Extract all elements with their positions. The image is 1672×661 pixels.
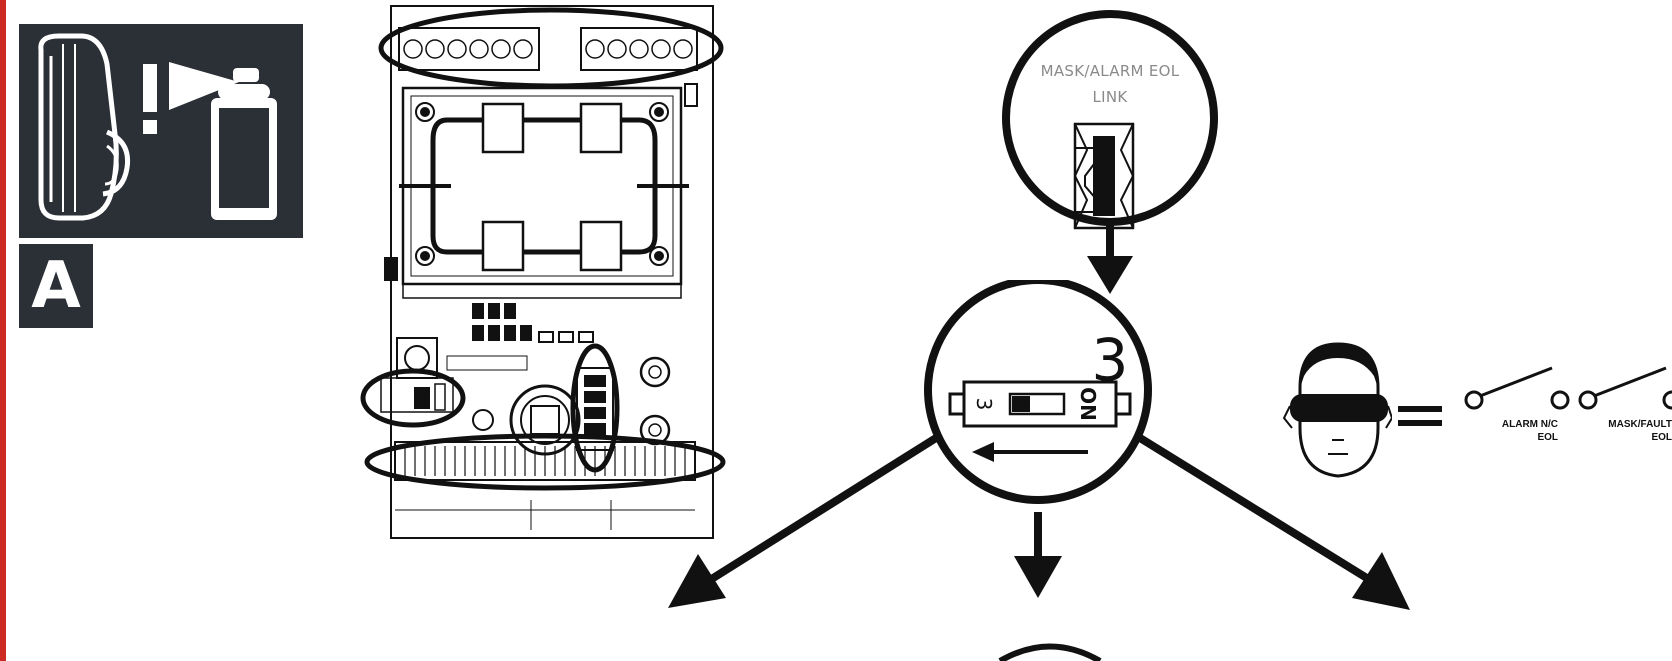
masked-face-icon — [1282, 342, 1392, 478]
dip-switch-icon — [948, 380, 1132, 428]
mask-fault-output-label: MASK/FAULT EOL — [1588, 418, 1672, 444]
alarm-output-label: ALARM N/C EOL — [1462, 418, 1558, 444]
dip-switch-on-label: ON — [1076, 387, 1100, 421]
relay-switch-icon — [1464, 366, 1672, 410]
alarm-label-line2: EOL — [1537, 432, 1558, 443]
jumper-link-icon — [1073, 122, 1135, 230]
circuit-board-diagram — [360, 5, 726, 539]
mask-alarm-eol-link-label: MASK/ALARM EOL LINK — [1000, 58, 1220, 110]
equals-sign-icon — [1398, 406, 1442, 426]
dip-switch-number: 3 — [972, 398, 996, 411]
branch-arrow-left — [668, 434, 939, 608]
link-label-line1: MASK/ALARM EOL — [1040, 62, 1180, 80]
section-letter-badge: A — [19, 244, 93, 328]
next-callout-circle-edge — [998, 643, 1102, 661]
branch-arrow-center — [1014, 512, 1062, 598]
dip-switch-callout: 3 ON — [668, 280, 1410, 610]
step-number: 3 — [1091, 326, 1129, 394]
mask-fault-label-line2: EOL — [1651, 432, 1672, 443]
branch-arrow-right — [1137, 434, 1410, 610]
page-edge-rule — [0, 0, 6, 661]
eol-link-callout — [1002, 10, 1218, 294]
alarm-label-line1: ALARM N/C — [1501, 419, 1558, 430]
link-label-line2: LINK — [1092, 88, 1128, 106]
spray-warning-icon — [19, 24, 303, 238]
mask-fault-label-line1: MASK/FAULT — [1608, 419, 1672, 430]
